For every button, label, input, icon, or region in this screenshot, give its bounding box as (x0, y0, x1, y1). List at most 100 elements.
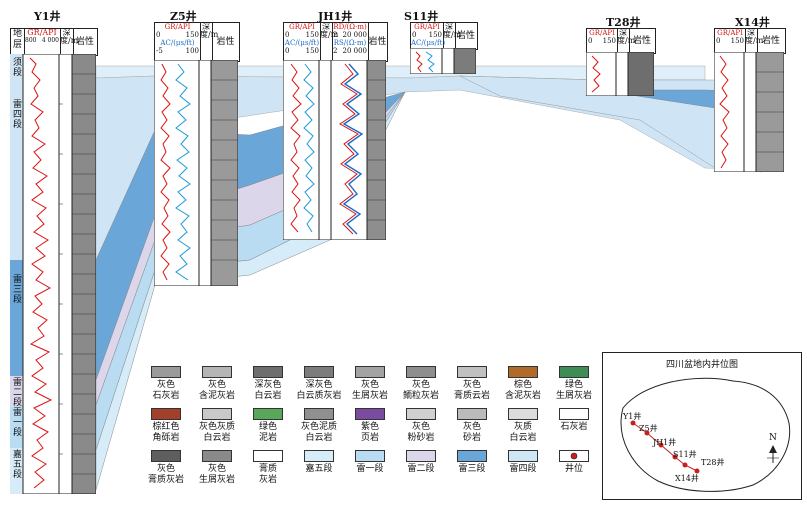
gr-curve-z5 (160, 63, 171, 281)
strat-label-lei3: 雷三段 (12, 275, 22, 305)
well-column-x14 (714, 52, 784, 172)
legend-swatch (508, 450, 538, 462)
header-gr-label: GR/API (717, 29, 743, 37)
legend-swatch (304, 450, 334, 462)
legend-label: 棕色 含泥灰岩 (504, 380, 541, 401)
gr-curve-s11 (415, 51, 423, 73)
legend-swatch (304, 366, 334, 378)
legend-label: 深灰色 白云岩 (254, 380, 282, 401)
header-gr-max: 150 (305, 31, 319, 39)
header-rs-max: 20 000 (342, 47, 368, 55)
legend-swatch (559, 366, 589, 378)
map-label-jh1: JH1井 (653, 438, 677, 447)
well-column-s11 (410, 48, 476, 74)
legend-item: 灰色泥质 白云岩 (293, 408, 345, 444)
legend-item: 棕红色 角砾岩 (140, 408, 192, 444)
header-rd-min: 2 (333, 31, 338, 39)
header-rs-min: 2 (333, 47, 338, 55)
gr-curve-x14 (719, 55, 730, 169)
legend-label: 石灰岩 (560, 422, 588, 432)
map-label-s11: S11井 (673, 450, 697, 459)
header-gr-label: GR/API (27, 28, 57, 37)
header-ac-max: 150 (305, 47, 319, 55)
strat-label-lei1: 雷一段 (12, 408, 22, 438)
legend-swatch (355, 450, 385, 462)
legend-label: 井位 (564, 464, 583, 474)
legend-swatch (355, 408, 385, 420)
legend-label: 灰色 膏质云岩 (453, 380, 490, 401)
header-strata-bot: 层 (12, 40, 22, 50)
legend-swatch (406, 408, 436, 420)
legend-swatch (253, 408, 283, 420)
legend-label: 雷三段 (458, 464, 486, 474)
legend-label: 灰色 生屑灰岩 (351, 380, 388, 401)
header-gr-min: 0 (716, 37, 721, 45)
lith-pattern-jh1 (367, 79, 386, 221)
header-depth: 深度/m (320, 23, 338, 61)
map-well-marker (682, 462, 688, 468)
well-title-z5: Z5井 (170, 10, 197, 23)
gr-curve-t28 (591, 55, 601, 93)
legend-label: 绿色 生屑灰岩 (555, 380, 592, 401)
header-lith: 岩性 (761, 36, 780, 46)
legend-item: 灰色 含泥灰岩 (191, 366, 243, 402)
rs-curve-jh1 (342, 63, 364, 235)
header-ac-min: -5 (156, 47, 163, 55)
header-gr-min: 0 (588, 37, 593, 45)
legend-item: 灰色 生屑灰岩 (344, 366, 396, 402)
legend-swatch (457, 450, 487, 462)
map-label-z5: Z5井 (639, 424, 658, 433)
legend-swatch (253, 366, 283, 378)
legend-label: 灰色 石灰岩 (152, 380, 180, 401)
header-depth: 深度/m (617, 29, 635, 53)
header-depth: 深度/m (60, 29, 78, 55)
header-depth: 深度/m (200, 23, 218, 61)
lith-pattern-x14 (756, 71, 784, 153)
header-rd-label: RD/(Ω·m) (333, 23, 367, 31)
lith-pattern-y1 (72, 73, 96, 475)
legend-label: 膏质 灰岩 (258, 464, 277, 485)
legend-swatch (508, 408, 538, 420)
legend-item: 膏质 灰岩 (242, 450, 294, 486)
header-gr-max: 150 (185, 31, 199, 39)
legend-swatch (457, 408, 487, 420)
header-ac-label: AC/(μs/ft) (160, 39, 195, 47)
map-well-marker (694, 468, 700, 474)
legend-item: 灰色 生屑灰岩 (191, 450, 243, 486)
legend-swatch (151, 366, 181, 378)
legend-swatch (151, 450, 181, 462)
location-map: 四川盆地内井位图 Y1井 Z5井 JH1井 S11井 T28井 X14井 N (602, 352, 802, 500)
header-gr-label: GR/API (164, 23, 191, 31)
legend-swatch (559, 450, 589, 462)
legend-label: 紫色 页岩 (360, 422, 379, 443)
map-well-marker (658, 442, 664, 448)
legend-item: 雷二段 (395, 450, 447, 475)
depth-ticks-y1 (59, 103, 63, 455)
header-gr-max: 150 (602, 37, 616, 45)
legend-label: 灰色 砂岩 (462, 422, 481, 443)
legend-item: 灰色灰质 白云岩 (191, 408, 243, 444)
legend-label: 绿色 泥岩 (258, 422, 277, 443)
header-strata-top: 地 (12, 29, 22, 39)
header-lith: 岩性 (632, 36, 651, 46)
map-title: 四川盆地内井位图 (665, 360, 738, 370)
legend-swatch (151, 408, 181, 420)
header-ac-max: 100 (185, 47, 199, 55)
legend-item: 深灰色 白云岩 (242, 366, 294, 402)
legend-item: 灰色 鲕粒灰岩 (395, 366, 447, 402)
header-gr-min: 0 (156, 31, 161, 39)
legend-label: 灰色灰质 白云岩 (198, 422, 235, 443)
legend-item: 井位 (548, 450, 600, 475)
legend-swatch (457, 366, 487, 378)
legend-label: 灰色泥质 白云岩 (300, 422, 337, 443)
legend-item: 深灰色 白云质灰岩 (293, 366, 345, 402)
basin-outline (620, 377, 791, 492)
header-ac-label: AC/(μs/ft) (284, 39, 320, 47)
well-column-t28 (586, 52, 654, 96)
header-gr-label: GR/API (414, 23, 440, 31)
legend-item: 灰色 膏质云岩 (446, 366, 498, 402)
